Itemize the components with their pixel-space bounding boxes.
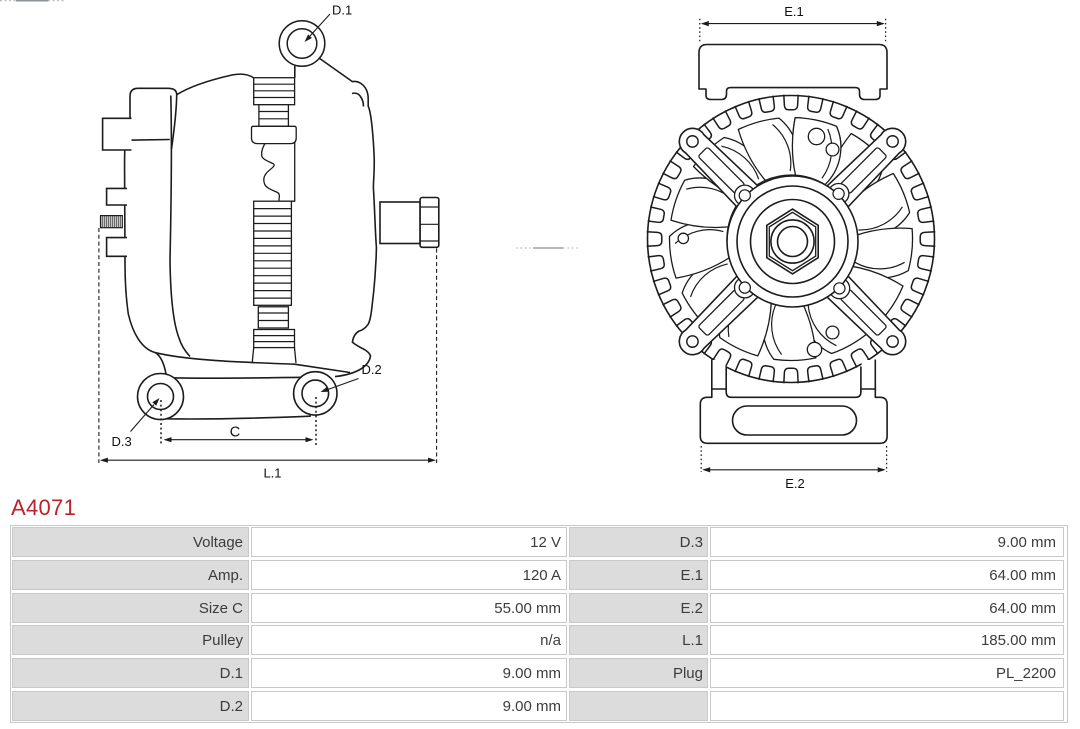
svg-text:E.2: E.2 [785, 476, 805, 491]
svg-text:L.1: L.1 [263, 466, 281, 481]
svg-text:D.2: D.2 [362, 362, 382, 377]
svg-text:D.1: D.1 [332, 3, 352, 18]
svg-text:C: C [230, 425, 240, 441]
svg-text:D.3: D.3 [112, 434, 132, 449]
svg-text:E.1: E.1 [784, 4, 804, 19]
